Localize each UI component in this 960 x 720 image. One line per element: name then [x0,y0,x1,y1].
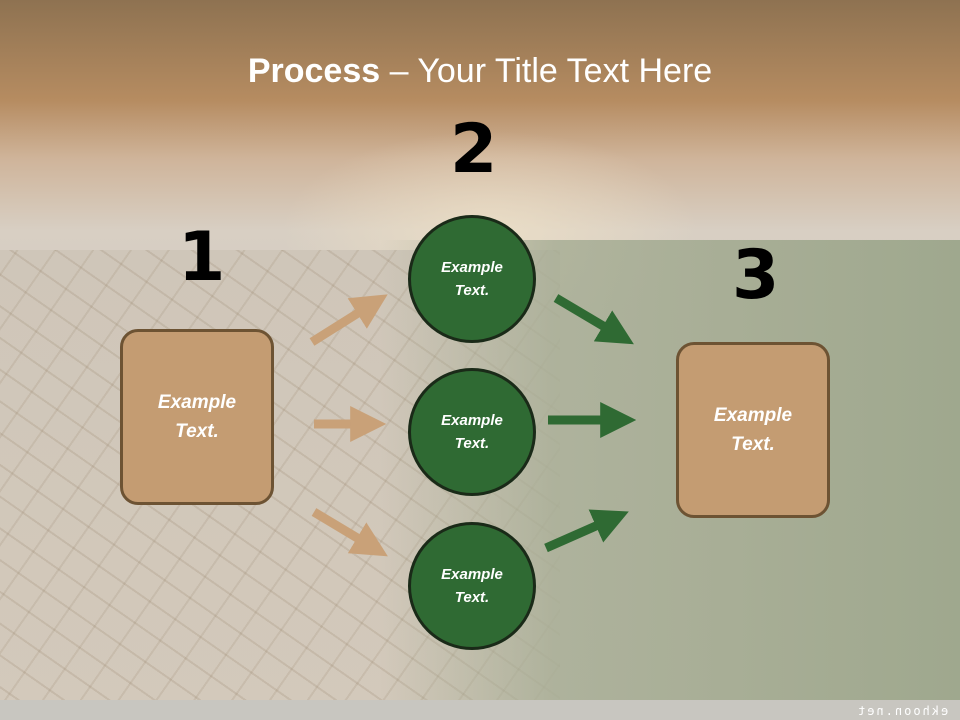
step-2-circle-middle: Example Text. [408,368,536,496]
arrow-1-to-top [309,294,388,346]
title-bold: Process [247,52,381,90]
step-2-circle-top: Example Text. [408,215,536,343]
title-rest: – Your Title Text Here [380,52,713,90]
arrow-bottom-to-3 [544,509,629,553]
step-2-circle-bottom: Example Text. [408,522,536,650]
step-3-text: Example Text. [713,405,793,455]
step-3-box: Example Text. [676,342,830,518]
step-1-box: Example Text. [120,329,274,505]
step-1-text: Example Text. [157,392,237,442]
slide-title: Process – Your Title Text Here [0,52,960,91]
watermark: ekhoon.net [855,704,948,718]
step-number-3: 3 [732,236,780,315]
arrow-1-to-bottom [311,508,388,557]
circle-bottom-text: Example Text. [441,566,503,606]
circle-top-text: Example Text. [441,259,503,299]
footer-bar [0,700,960,720]
step-number-1: 1 [178,218,226,297]
arrow-top-to-3 [553,294,634,345]
circle-middle-text: Example Text. [441,412,503,452]
step-number-2: 2 [450,110,498,189]
